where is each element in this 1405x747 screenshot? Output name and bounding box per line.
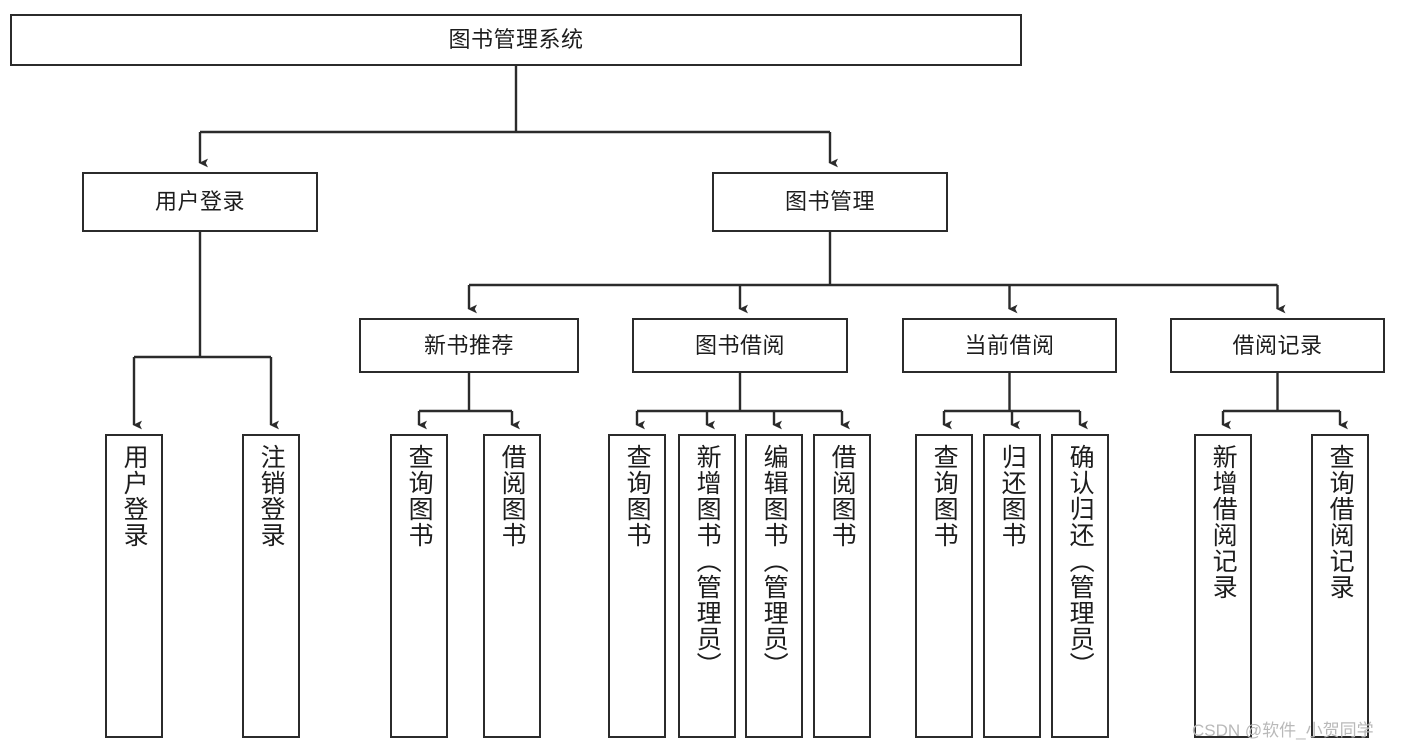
node-book-manage[interactable]: 图书管理 (712, 172, 948, 232)
node-label: 图书借阅 (694, 332, 785, 358)
node-label: 新书推荐 (423, 332, 514, 358)
node-label: 图书管理系统 (448, 27, 584, 53)
node-label: 新增图书（管理员） (693, 444, 722, 678)
node-leaf-query-book-1[interactable]: 查询图书 (390, 434, 448, 738)
node-new-book-rec[interactable]: 新书推荐 (359, 318, 579, 373)
node-label: 借阅记录 (1232, 332, 1323, 358)
node-leaf-query-book-2[interactable]: 查询图书 (608, 434, 666, 738)
node-leaf-query-record[interactable]: 查询借阅记录 (1311, 434, 1369, 738)
node-borrow-record[interactable]: 借阅记录 (1170, 318, 1385, 373)
node-label: 新增借阅记录 (1209, 444, 1238, 600)
node-leaf-add-book[interactable]: 新增图书（管理员） (678, 434, 736, 738)
node-leaf-add-record[interactable]: 新增借阅记录 (1194, 434, 1252, 738)
node-user-login[interactable]: 用户登录 (82, 172, 318, 232)
node-label: 查询图书 (623, 444, 652, 548)
node-label: 确认归还（管理员） (1066, 444, 1095, 678)
node-leaf-user-login[interactable]: 用户登录 (105, 434, 163, 738)
node-label: 图书管理 (784, 189, 875, 215)
node-leaf-query-book-3[interactable]: 查询图书 (915, 434, 973, 738)
node-leaf-confirm-return[interactable]: 确认归还（管理员） (1051, 434, 1109, 738)
node-label: 编辑图书（管理员） (760, 444, 789, 678)
node-leaf-return-book[interactable]: 归还图书 (983, 434, 1041, 738)
node-current-borrow[interactable]: 当前借阅 (902, 318, 1117, 373)
csdn-watermark: CSDN @软件_小贺同学 (1192, 721, 1374, 740)
node-label: 借阅图书 (828, 444, 857, 548)
node-leaf-borrow-book-1[interactable]: 借阅图书 (483, 434, 541, 738)
node-label: 注销登录 (257, 444, 286, 548)
node-label: 用户登录 (154, 189, 245, 215)
node-label: 借阅图书 (498, 444, 527, 548)
node-book-borrow[interactable]: 图书借阅 (632, 318, 848, 373)
node-label: 用户登录 (120, 444, 149, 548)
node-label: 当前借阅 (964, 332, 1055, 358)
node-leaf-logout[interactable]: 注销登录 (242, 434, 300, 738)
node-leaf-edit-book[interactable]: 编辑图书（管理员） (745, 434, 803, 738)
node-leaf-borrow-book-2[interactable]: 借阅图书 (813, 434, 871, 738)
node-root[interactable]: 图书管理系统 (10, 14, 1022, 66)
node-label: 查询图书 (930, 444, 959, 548)
node-label: 归还图书 (998, 444, 1027, 548)
node-label: 查询借阅记录 (1326, 444, 1355, 600)
node-label: 查询图书 (405, 444, 434, 548)
